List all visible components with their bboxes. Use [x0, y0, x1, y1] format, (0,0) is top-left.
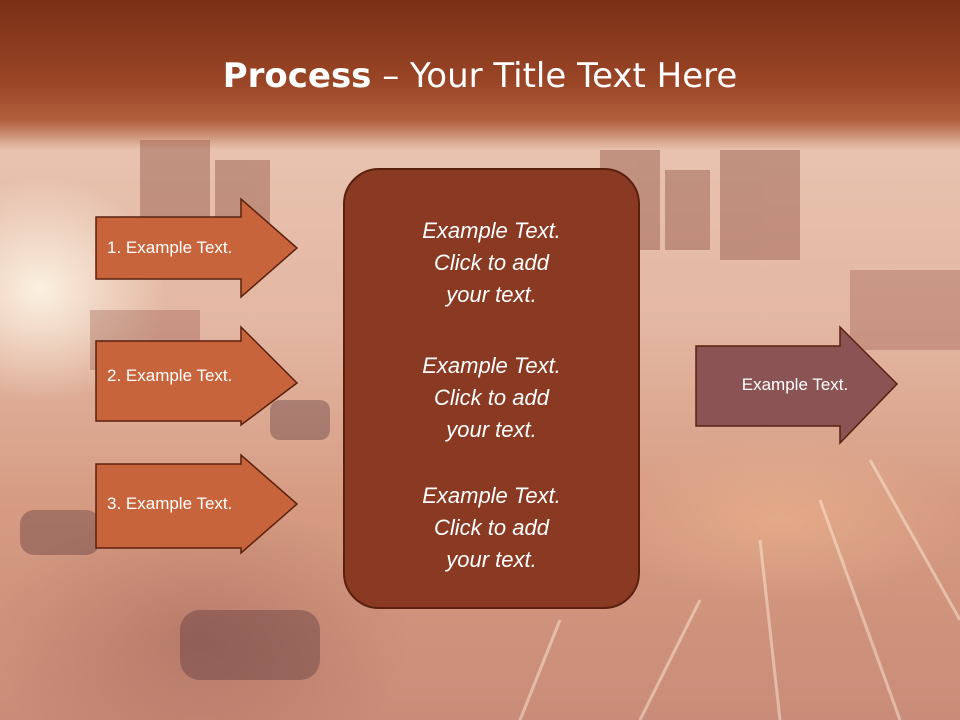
arrow-step-1[interactable]: 1. Example Text. [95, 197, 299, 299]
arrow-step-3[interactable]: 3. Example Text. [95, 453, 299, 555]
arrow-shape [95, 325, 299, 427]
title-rest: – Your Title Text Here [371, 56, 738, 96]
center-paragraph-2: Example Text. Click to add your text. [345, 350, 638, 446]
para-line: Example Text. [422, 218, 561, 243]
arrow-result-label: Example Text. [741, 375, 849, 394]
arrow-shape [95, 453, 299, 555]
para-line: Example Text. [422, 353, 561, 378]
center-paragraph-1: Example Text. Click to add your text. [345, 215, 638, 311]
arrow-step-2[interactable]: 2. Example Text. [95, 325, 299, 427]
para-line: Click to add [434, 385, 549, 410]
arrow-step-2-label: 2. Example Text. [107, 366, 233, 385]
arrow-shape [95, 197, 299, 299]
arrow-result[interactable]: Example Text. [695, 325, 899, 445]
para-line: your text. [446, 282, 537, 307]
center-paragraph-3: Example Text. Click to add your text. [345, 480, 638, 576]
title-bold: Process [222, 56, 372, 96]
arrow-step-3-label: 3. Example Text. [107, 494, 233, 513]
para-line: Click to add [434, 250, 549, 275]
para-line: your text. [446, 417, 537, 442]
arrow-shape [695, 325, 899, 445]
para-line: your text. [446, 547, 537, 572]
para-line: Click to add [434, 515, 549, 540]
title-bar [0, 0, 960, 150]
center-text-box[interactable]: Example Text. Click to add your text. Ex… [343, 168, 640, 609]
arrow-step-1-label: 1. Example Text. [107, 238, 233, 257]
para-line: Example Text. [422, 483, 561, 508]
slide-title[interactable]: Process – Your Title Text Here [0, 54, 960, 98]
